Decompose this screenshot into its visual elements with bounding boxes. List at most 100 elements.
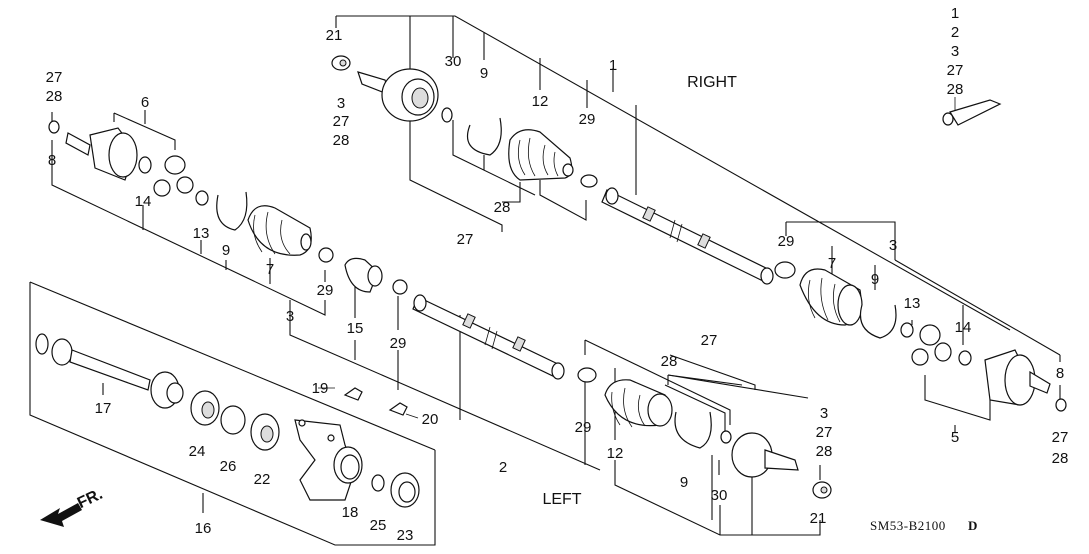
- callout-number: 9: [222, 242, 230, 259]
- callout-number: 1: [951, 5, 959, 22]
- small-clamp-part: [318, 247, 334, 263]
- callout-number: 27: [947, 62, 964, 79]
- callout-number: 30: [445, 53, 462, 70]
- callout-number: 2: [951, 24, 959, 41]
- left-inner-joint-group: [48, 110, 601, 471]
- callout-number: 29: [317, 282, 334, 299]
- bearing-part: [250, 413, 280, 451]
- callout-number: 8: [1056, 365, 1064, 382]
- callout-number: 9: [680, 474, 688, 491]
- washer-part: [441, 107, 453, 123]
- callout-number: 28: [816, 443, 833, 460]
- bolt-part: [388, 402, 419, 419]
- snap-ring-part: [138, 156, 152, 174]
- inner-joint-housing-part: [65, 127, 138, 181]
- right-inner-joint-group: [774, 221, 1067, 432]
- callout-number: 24: [189, 443, 206, 460]
- snap-ring-part: [958, 350, 972, 366]
- callout-number: 18: [342, 504, 359, 521]
- callout-number: 29: [390, 335, 407, 352]
- right-driveshaft-group: [331, 15, 1011, 331]
- callout-number: 8: [48, 152, 56, 169]
- callout-number: 3: [951, 43, 959, 60]
- castle-nut-part: [812, 481, 832, 499]
- callout-number: 23: [397, 527, 414, 544]
- callout-number: 29: [579, 111, 596, 128]
- circlip-part: [371, 474, 385, 492]
- callout-number: 6: [141, 94, 149, 111]
- callout-number: 3: [286, 308, 294, 325]
- callout-number: 30: [711, 487, 728, 504]
- grease-tube-part: [942, 97, 1002, 126]
- callout-number: 13: [193, 225, 210, 242]
- callout-number: 28: [1052, 450, 1069, 467]
- diagram-code-suffix: D: [968, 518, 978, 533]
- callout-number: 1: [609, 57, 617, 74]
- boot-part: [508, 129, 574, 181]
- callout-number: 28: [947, 81, 964, 98]
- callout-number: 29: [778, 233, 795, 250]
- left-shaft-part: [412, 294, 565, 380]
- left-outer-joint-group: [577, 339, 832, 536]
- castle-nut-part: [331, 55, 351, 71]
- bearing-part: [190, 390, 220, 426]
- boot-band-part: [466, 117, 502, 156]
- washer-part: [720, 430, 732, 444]
- callout-number: 27: [701, 332, 718, 349]
- callout-number: 9: [480, 65, 488, 82]
- tripod-joint-part: [911, 324, 952, 366]
- callout-number: 29: [575, 419, 592, 436]
- callout-number: 19: [312, 380, 329, 397]
- intermediate-shaft-group: [29, 281, 436, 546]
- front-direction-arrow-icon: [40, 503, 82, 527]
- callout-number: 21: [810, 510, 827, 527]
- callout-number: 13: [904, 295, 921, 312]
- intermediate-shaft-part: [35, 333, 184, 409]
- callout-number: 27: [1052, 429, 1069, 446]
- diagram-code: SM53-B2100: [870, 518, 946, 533]
- boot-band-part: [216, 191, 248, 231]
- callout-number: 7: [266, 261, 274, 278]
- outer-cv-joint-part: [357, 68, 439, 122]
- right-shaft-part: [601, 187, 774, 285]
- callout-number: 2: [499, 459, 507, 476]
- callout-number: 28: [333, 132, 350, 149]
- callout-number: 28: [46, 88, 63, 105]
- outer-boot-part: [604, 379, 673, 428]
- callout-number: 12: [607, 445, 624, 462]
- bearing-support-bracket-part: [294, 419, 363, 501]
- snap-ring-part: [220, 405, 246, 435]
- small-clamp-part: [580, 174, 598, 188]
- bolt-part: [318, 387, 363, 401]
- callout-number: 14: [135, 193, 152, 210]
- snap-ring-part: [900, 322, 914, 338]
- callout-number: 3: [337, 95, 345, 112]
- boot-band-part: [674, 411, 712, 449]
- side-label-right: RIGHT: [687, 74, 737, 91]
- boot-band-part: [859, 304, 897, 339]
- callout-number: 14: [955, 319, 972, 336]
- inner-boot-part: [247, 205, 312, 256]
- callout-number: 17: [95, 400, 112, 417]
- callout-number: 9: [871, 271, 879, 288]
- callout-number: 7: [828, 255, 836, 272]
- callout-number: 5: [951, 429, 959, 446]
- callout-number: 15: [347, 320, 364, 337]
- callout-number: 27: [333, 113, 350, 130]
- tripod-joint-part: [153, 155, 194, 197]
- small-clamp-part: [577, 367, 597, 383]
- side-label-left: LEFT: [542, 491, 581, 508]
- snap-ring-part: [195, 190, 209, 206]
- outer-cv-joint-part: [731, 432, 799, 478]
- callout-number: 16: [195, 520, 212, 537]
- callout-number: 22: [254, 471, 271, 488]
- front-direction-label: FR.: [75, 486, 106, 512]
- callout-number: 3: [820, 405, 828, 422]
- callout-number: 27: [46, 69, 63, 86]
- inner-joint-housing-part: [984, 349, 1051, 406]
- circlip-part: [48, 120, 60, 134]
- callout-number: 20: [422, 411, 439, 428]
- callout-number: 26: [220, 458, 237, 475]
